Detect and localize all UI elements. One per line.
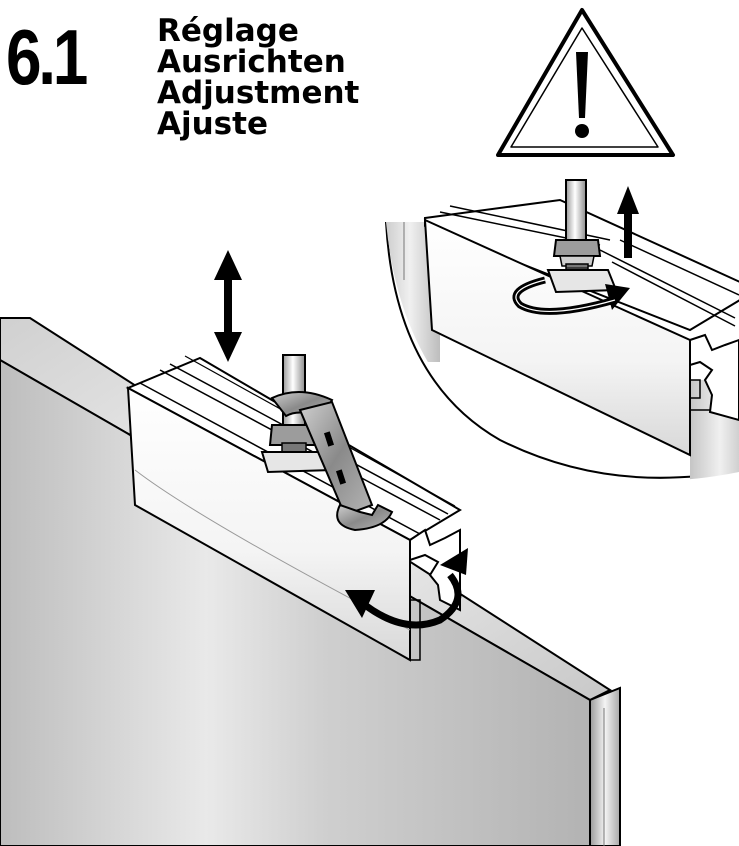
detail-nut xyxy=(546,239,618,294)
detail-view-outline xyxy=(385,221,739,479)
title-fr: Réglage xyxy=(157,13,299,49)
detail-view xyxy=(385,179,739,480)
wrench-icon xyxy=(270,390,394,532)
rotation-arrow-icon xyxy=(345,548,468,629)
rotation-arrow-icon xyxy=(512,276,630,315)
title-block: Réglage Ausrichten Adjustment Ajuste xyxy=(157,16,359,140)
title-es: Ajuste xyxy=(157,106,268,142)
warning-triangle-icon xyxy=(496,8,675,157)
double-vertical-arrow-icon xyxy=(214,250,242,362)
title-de: Ausrichten xyxy=(157,44,346,80)
up-arrow-icon xyxy=(617,186,639,258)
adjustment-nut xyxy=(260,424,334,474)
step-number: 6.1 xyxy=(6,13,88,101)
title-en: Adjustment xyxy=(157,75,360,111)
